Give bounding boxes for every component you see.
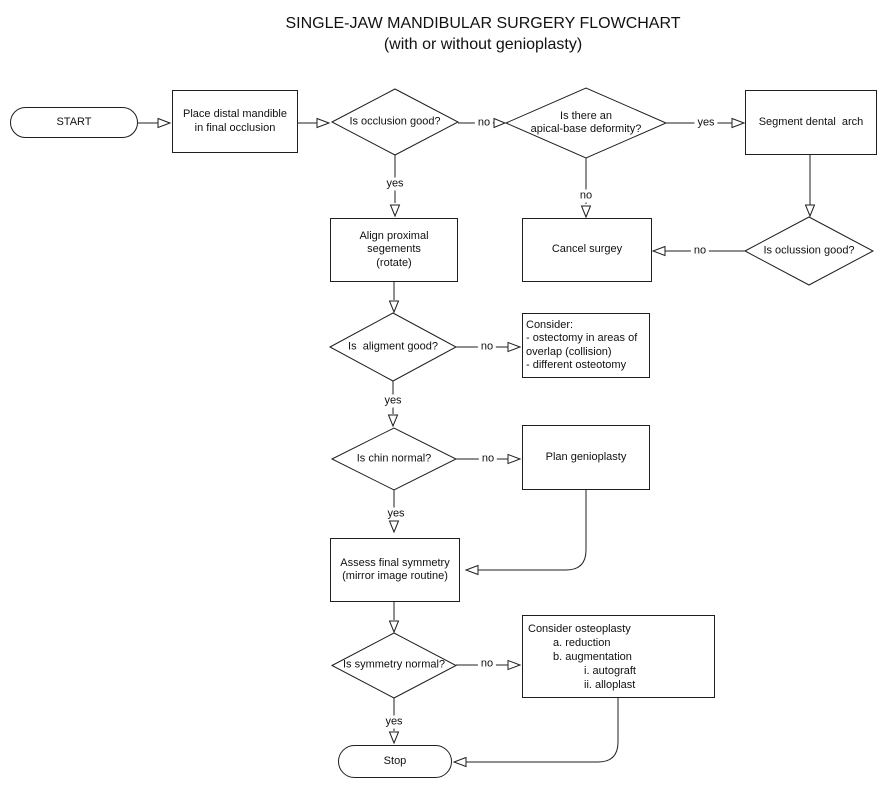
node-text-line: Consider: bbox=[526, 318, 574, 331]
edge-label-oclussion2-no: no bbox=[690, 244, 710, 258]
decision-apical-base-deformity-label: Is there an apical-base deformity? bbox=[530, 110, 642, 135]
stop-label: Stop bbox=[383, 754, 407, 767]
edge-label-apical-no: no bbox=[576, 189, 596, 203]
process-consider-ostectomy: Consider: - ostectomy in areas of overla… bbox=[522, 313, 650, 378]
decision-is-alignment-good-shape bbox=[328, 312, 458, 382]
decision-is-occlusion-good-shape bbox=[330, 88, 460, 156]
decision-is-oclussion-good-shape bbox=[743, 216, 875, 286]
node-text-line: Consider osteoplasty bbox=[528, 622, 631, 635]
edge-consider-osteoplasty-to-stop bbox=[452, 698, 619, 768]
decision-is-symmetry-normal-label: Is symmetry normal? bbox=[342, 658, 446, 671]
edge-label-chin-no: no bbox=[478, 452, 498, 466]
edge-label-symmetry-yes: yes bbox=[382, 715, 406, 729]
start-label: START bbox=[56, 115, 92, 128]
node-text-line: - different osteotomy bbox=[526, 359, 627, 371]
node-text-line: ii. alloplast bbox=[584, 678, 636, 691]
process-place-distal-mandible: Place distal mandible in final occlusion bbox=[172, 90, 298, 153]
edge-plan-to-assess bbox=[464, 490, 587, 576]
decision-is-occlusion-good-label: Is occlusion good? bbox=[349, 115, 441, 128]
node-text-line: overlap (collision) bbox=[526, 345, 612, 358]
node-text-line: segements bbox=[367, 243, 421, 256]
decision-is-chin-normal-label: Is chin normal? bbox=[356, 452, 432, 465]
process-plan-genioplasty: Plan genioplasty bbox=[522, 425, 650, 490]
process-cancel-surgery: Cancel surgey bbox=[522, 218, 652, 282]
decision-is-symmetry-normal-shape bbox=[330, 632, 458, 699]
node-text-line: a. reduction bbox=[553, 636, 611, 649]
process-segment-dental-arch: Segment dental arch bbox=[745, 90, 877, 155]
edge-assess-to-symmetry bbox=[388, 602, 400, 634]
process-align-proximal-segments: Align proximal segements (rotate) bbox=[330, 218, 458, 282]
node-text-line: Cancel surgey bbox=[551, 243, 623, 256]
process-consider-osteoplasty: Consider osteoplasty a. reduction b. aug… bbox=[522, 615, 715, 698]
title-line1: SINGLE-JAW MANDIBULAR SURGERY FLOWCHART bbox=[285, 15, 681, 32]
decision-is-chin-normal-shape bbox=[330, 427, 458, 491]
edge-label-alignment-no: no bbox=[477, 340, 497, 354]
node-text-line: in final occlusion bbox=[194, 121, 276, 134]
start-terminator: START bbox=[10, 107, 138, 138]
edge-apical-no-to-cancel bbox=[580, 158, 592, 219]
title-line2: (with or without genioplasty) bbox=[383, 36, 583, 53]
node-text-line: b. augmentation bbox=[553, 650, 632, 663]
edge-place-distal-to-occlusion bbox=[298, 117, 331, 129]
edge-label-occlusion-yes: yes bbox=[383, 177, 407, 191]
page-title: SINGLE-JAW MANDIBULAR SURGERY FLOWCHART … bbox=[285, 13, 680, 55]
node-text-line: Place distal mandible bbox=[183, 108, 287, 120]
edge-align-to-alignment bbox=[388, 282, 400, 314]
edge-label-occlusion-no: no bbox=[474, 116, 494, 130]
node-text-line: Align proximal bbox=[359, 229, 429, 242]
node-text-line: i. autograft bbox=[584, 664, 636, 677]
edge-segment-to-oclussion2 bbox=[804, 155, 816, 218]
node-text-line: Segment dental arch bbox=[758, 115, 864, 128]
node-text-line: - ostectomy in areas of bbox=[526, 332, 638, 344]
process-assess-final-symmetry: Assess final symmetry (mirror image rout… bbox=[330, 538, 460, 602]
decision-is-oclussion-good-label: Is oclussion good? bbox=[763, 244, 855, 257]
edge-label-chin-yes: yes bbox=[384, 507, 408, 521]
node-text-line: (mirror image routine) bbox=[342, 570, 448, 582]
node-text-line: Plan genioplasty bbox=[545, 450, 627, 463]
node-text-line: (rotate) bbox=[376, 256, 412, 269]
decision-is-alignment-good-label: Is aligment good? bbox=[348, 340, 438, 353]
edge-label-alignment-yes: yes bbox=[381, 394, 405, 408]
edge-label-apical-yes: yes bbox=[694, 116, 718, 130]
stop-terminator: Stop bbox=[338, 745, 452, 778]
decision-apical-base-deformity-shape bbox=[504, 87, 668, 159]
edge-start-to-place-distal bbox=[138, 117, 172, 129]
node-text-line: Assess final symmetry bbox=[340, 556, 450, 569]
edge-label-symmetry-no: no bbox=[477, 657, 497, 671]
